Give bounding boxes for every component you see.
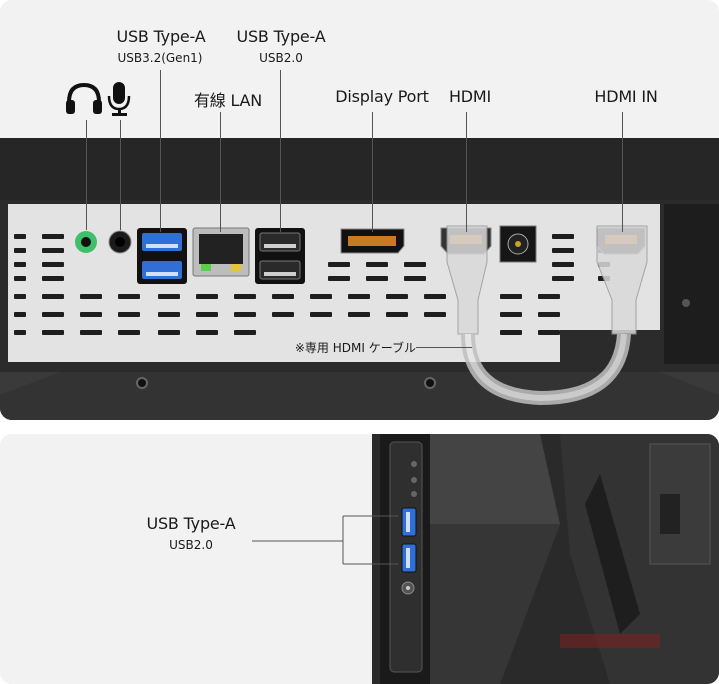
side-usb-view: USB Type-A USB2.0 — [0, 434, 719, 684]
side-usb-ports — [401, 507, 417, 573]
rear-io-illustration — [0, 82, 719, 420]
leader-usb2 — [280, 70, 281, 232]
dc-power-port — [499, 225, 537, 263]
displayport-label: Display Port — [335, 87, 429, 106]
leader-cable — [416, 347, 472, 348]
usb3-sub-label: USB3.2(Gen1) — [117, 51, 203, 65]
leader-headphone — [86, 120, 87, 230]
usb2-sub-label: USB2.0 — [259, 51, 303, 65]
side-usb-bracket — [252, 515, 398, 565]
displayport-port — [340, 228, 405, 254]
hdmi-loop-cable — [446, 225, 648, 406]
leader-displayport — [372, 112, 373, 232]
leader-usb3 — [160, 70, 161, 232]
microphone-icon — [107, 82, 131, 116]
hdmi-in-label: HDMI IN — [594, 87, 658, 106]
usb3-title-label: USB Type-A — [116, 27, 206, 46]
side-usb-title-label: USB Type-A — [146, 514, 236, 533]
lan-label: 有線 LAN — [193, 91, 263, 110]
side-usb-sub-label: USB2.0 — [169, 538, 213, 552]
usb-2-ports — [255, 228, 305, 284]
microphone-jack — [108, 230, 132, 254]
usb2-title-label: USB Type-A — [236, 27, 326, 46]
headphone-icon — [66, 82, 102, 114]
side-usb-illustration — [0, 434, 719, 684]
leader-hdmi-in — [622, 112, 623, 232]
usb-3-ports — [137, 228, 187, 284]
vent-slots — [14, 234, 610, 335]
lan-port — [192, 227, 250, 277]
leader-hdmi — [466, 112, 467, 232]
leader-lan — [220, 112, 221, 232]
leader-microphone — [120, 120, 121, 230]
rear-io-panel-view: USB Type-A USB3.2(Gen1) USB Type-A USB2.… — [0, 0, 719, 420]
headphone-jack — [75, 231, 97, 253]
cable-note-label: ※専用 HDMI ケーブル — [294, 341, 416, 355]
hdmi-label: HDMI — [448, 87, 492, 106]
